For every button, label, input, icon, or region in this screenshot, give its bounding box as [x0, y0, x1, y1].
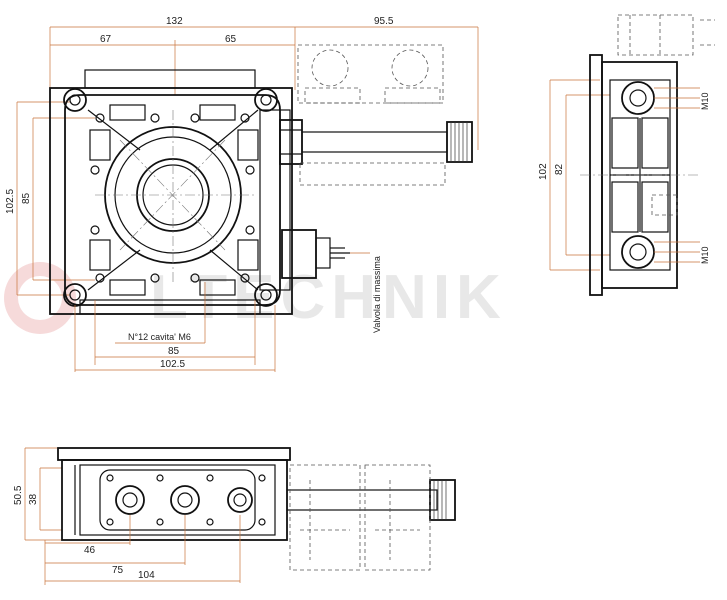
label-thread-bottom: M10: [700, 246, 710, 264]
dim-side-height-inner: 82: [554, 163, 565, 175]
pipe-fitting: [279, 119, 473, 165]
central-bore: [95, 110, 255, 285]
corner-holes: [63, 88, 278, 307]
dim-offset-46: 46: [84, 545, 96, 556]
bottom-housing: [61, 459, 288, 541]
side-boss-top: M10: [621, 81, 710, 115]
watermark: LTECHNIK: [4, 262, 507, 334]
dim-pipe-extension: 95.5: [374, 16, 394, 27]
dim-height-inner: 85: [21, 192, 32, 204]
dim-height-outer: 102.5: [5, 189, 16, 214]
bottom-flange: [57, 447, 291, 461]
dim-offset-75: 75: [112, 565, 124, 576]
dim-left-half: 67: [100, 34, 112, 45]
dim-bottom-height-outer: 50.5: [13, 485, 24, 505]
bottom-view: 50.5 38: [13, 447, 456, 585]
watermark-text: LTECHNIK: [150, 263, 507, 332]
front-bottom-dims: N°12 cavita' M6 85 102.5: [74, 282, 276, 372]
dim-bottom-inner: 85: [168, 346, 180, 357]
bottom-ports: [106, 474, 266, 526]
side-boss-bottom: M10: [621, 235, 710, 269]
front-top-dims: 132 67 65 95.5: [49, 16, 479, 150]
dim-right-half: 65: [225, 34, 237, 45]
hidden-fittings: [297, 44, 446, 186]
dim-bottom-outer: 102.5: [160, 359, 185, 370]
dim-offset-104: 104: [138, 570, 155, 581]
front-left-dims: 102.5 85: [5, 101, 95, 296]
label-thread-top: M10: [700, 92, 710, 110]
dim-bottom-height-inner: 38: [28, 493, 39, 505]
bottom-dims-left: 50.5 38: [13, 447, 62, 541]
bottom-extension: [286, 464, 456, 571]
label-relief-valve: Valvola di massima: [372, 256, 382, 333]
dim-overall-width: 132: [166, 16, 183, 27]
side-view: 102 82 M10 M10: [538, 14, 715, 296]
label-m6-holes: N°12 cavita' M6: [128, 332, 191, 342]
side-hidden: [617, 14, 715, 216]
side-dims: 102 82: [538, 79, 610, 271]
front-view: 132 67 65 95.5 102.5 85: [5, 16, 479, 372]
bottom-dims-horizontal: 46 75 104: [44, 515, 241, 585]
dim-side-height-outer: 102: [538, 163, 549, 180]
relief-valve: Valvola di massima: [281, 229, 382, 333]
